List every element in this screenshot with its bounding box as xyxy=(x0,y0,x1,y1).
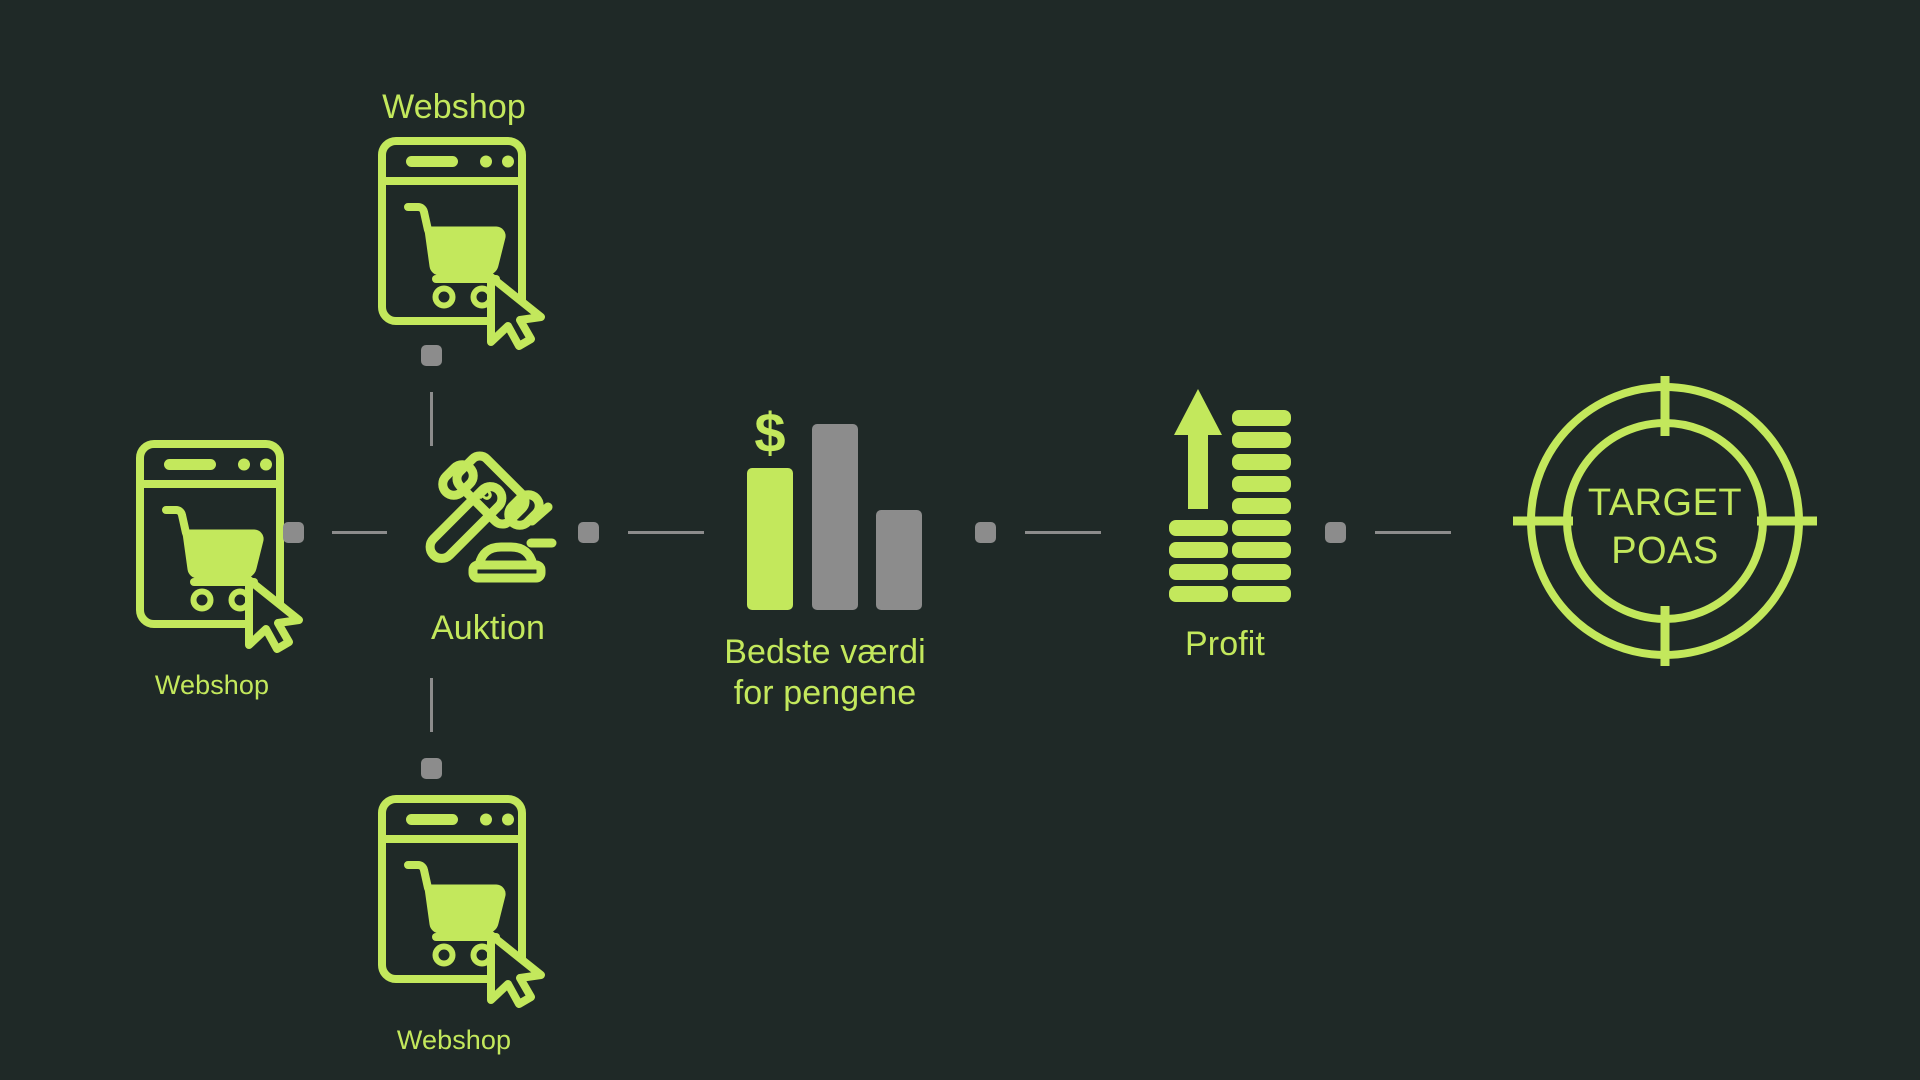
bar-series-2 xyxy=(812,424,858,610)
connector-auction-to-value xyxy=(578,517,704,547)
bar-chart-dollar-icon: $ xyxy=(740,400,922,612)
node-best-value: $ Bedste værdi for pengene xyxy=(690,400,960,715)
auction-label: Auktion xyxy=(430,609,546,647)
webshop-browser-cart-cursor-icon xyxy=(378,795,545,1008)
connector-line xyxy=(430,392,433,446)
webshop-top-label: Webshop xyxy=(382,88,526,126)
gavel-dollar-icon: $ xyxy=(422,451,557,583)
target-label-line1: TARGET xyxy=(1587,482,1743,524)
connector-profit-to-target xyxy=(1325,517,1451,547)
webshop-browser-cart-cursor-icon xyxy=(136,440,303,653)
node-webshop-top: Webshop xyxy=(364,88,545,351)
connector-auction-to-bottom xyxy=(421,678,442,779)
connector-square-marker xyxy=(421,345,442,366)
connector-square-marker xyxy=(283,521,304,543)
webshop-left-label: Webshop xyxy=(154,670,270,700)
node-webshop-bottom: Webshop xyxy=(364,795,545,1056)
target-label-line2: POAS xyxy=(1611,530,1719,573)
connector-square-marker xyxy=(1325,521,1346,543)
connector-square-marker xyxy=(975,521,996,543)
crosshair-target-icon: TARGET POAS xyxy=(1513,376,1817,666)
profit-label: Profit xyxy=(1185,625,1265,663)
node-target-poas: TARGET POAS xyxy=(1513,376,1817,666)
connector-line xyxy=(1375,530,1451,534)
connector-top-to-auction xyxy=(421,345,442,446)
connector-line xyxy=(628,530,704,534)
svg-text:$: $ xyxy=(754,401,785,464)
node-profit: Profit xyxy=(1125,383,1325,664)
connector-square-marker xyxy=(421,758,442,779)
node-webshop-left: Webshop xyxy=(122,440,303,701)
connector-line xyxy=(332,530,387,534)
connector-value-to-profit xyxy=(975,517,1101,547)
connector-square-marker xyxy=(578,521,599,543)
node-auction: $ Auktion xyxy=(398,451,578,648)
bar-series-1 xyxy=(747,468,793,610)
webshop-bottom-label: Webshop xyxy=(396,1025,512,1055)
webshop-browser-cart-cursor-icon xyxy=(378,137,545,351)
best-value-label: Bedste værdi for pengene xyxy=(724,633,926,713)
connector-line xyxy=(1025,530,1101,534)
bar-series-3 xyxy=(876,510,922,610)
arrow-up-coin-stacks-icon xyxy=(1169,383,1291,602)
connector-line xyxy=(430,678,433,732)
connector-left-to-auction xyxy=(283,517,387,547)
